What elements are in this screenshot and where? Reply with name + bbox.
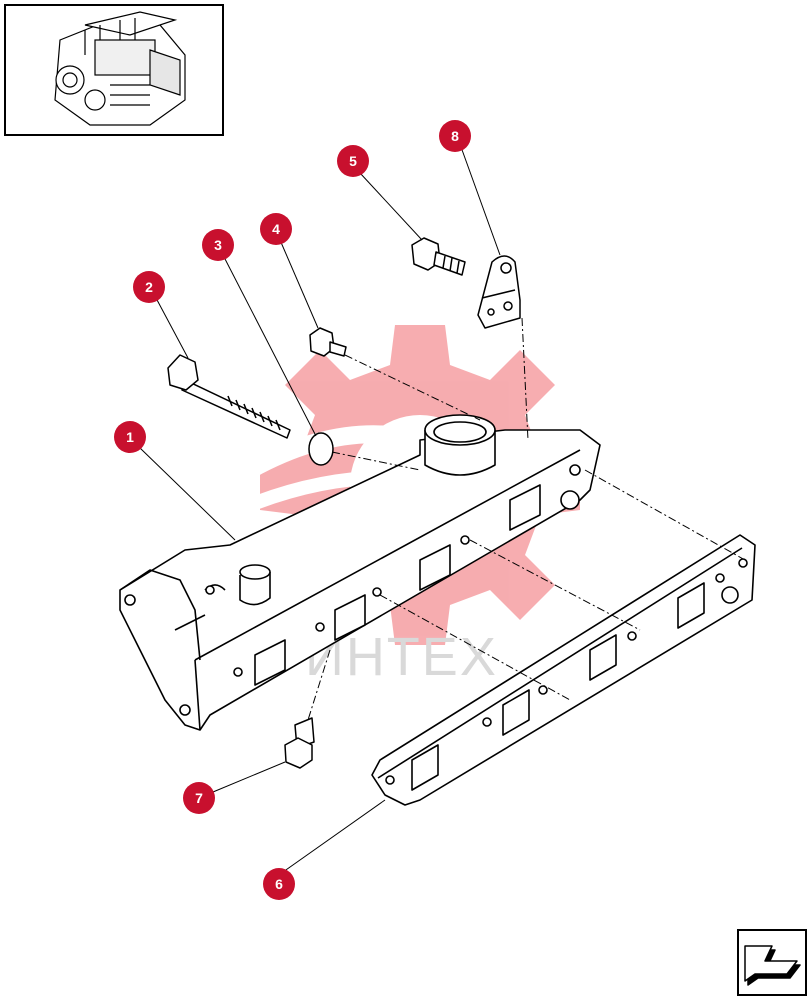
callout-1-label: 1: [126, 429, 134, 445]
back-arrow-icon: [744, 945, 801, 986]
bracket-bolt: [411, 237, 466, 276]
callout-6-label: 6: [275, 876, 283, 892]
assembly-lines: [307, 317, 746, 721]
manifold-gasket: [371, 534, 756, 806]
callout-4[interactable]: 4: [260, 213, 292, 245]
back-arrow-button[interactable]: [737, 929, 807, 996]
engine-thumbnail: [4, 4, 224, 136]
callout-4-label: 4: [272, 221, 280, 237]
callout-5-label: 5: [349, 153, 357, 169]
callout-8[interactable]: 8: [439, 120, 471, 152]
long-bolt: [167, 354, 291, 439]
washer: [308, 432, 334, 466]
exhaust-manifold: [119, 414, 601, 731]
leader-lines: [139, 146, 501, 873]
stud-bolt: [284, 717, 315, 769]
callout-7[interactable]: 7: [183, 782, 215, 814]
callout-5[interactable]: 5: [337, 145, 369, 177]
callout-6[interactable]: 6: [263, 868, 295, 900]
callout-7-label: 7: [195, 790, 203, 806]
callout-8-label: 8: [451, 128, 459, 144]
lifting-bracket: [477, 255, 521, 329]
callout-3-label: 3: [214, 237, 222, 253]
callout-2-label: 2: [145, 279, 153, 295]
engine-thumbnail-icon: [54, 11, 186, 126]
callout-3[interactable]: 3: [202, 229, 234, 261]
callout-1[interactable]: 1: [114, 421, 146, 453]
short-bolt: [309, 327, 347, 357]
callout-2[interactable]: 2: [133, 271, 165, 303]
